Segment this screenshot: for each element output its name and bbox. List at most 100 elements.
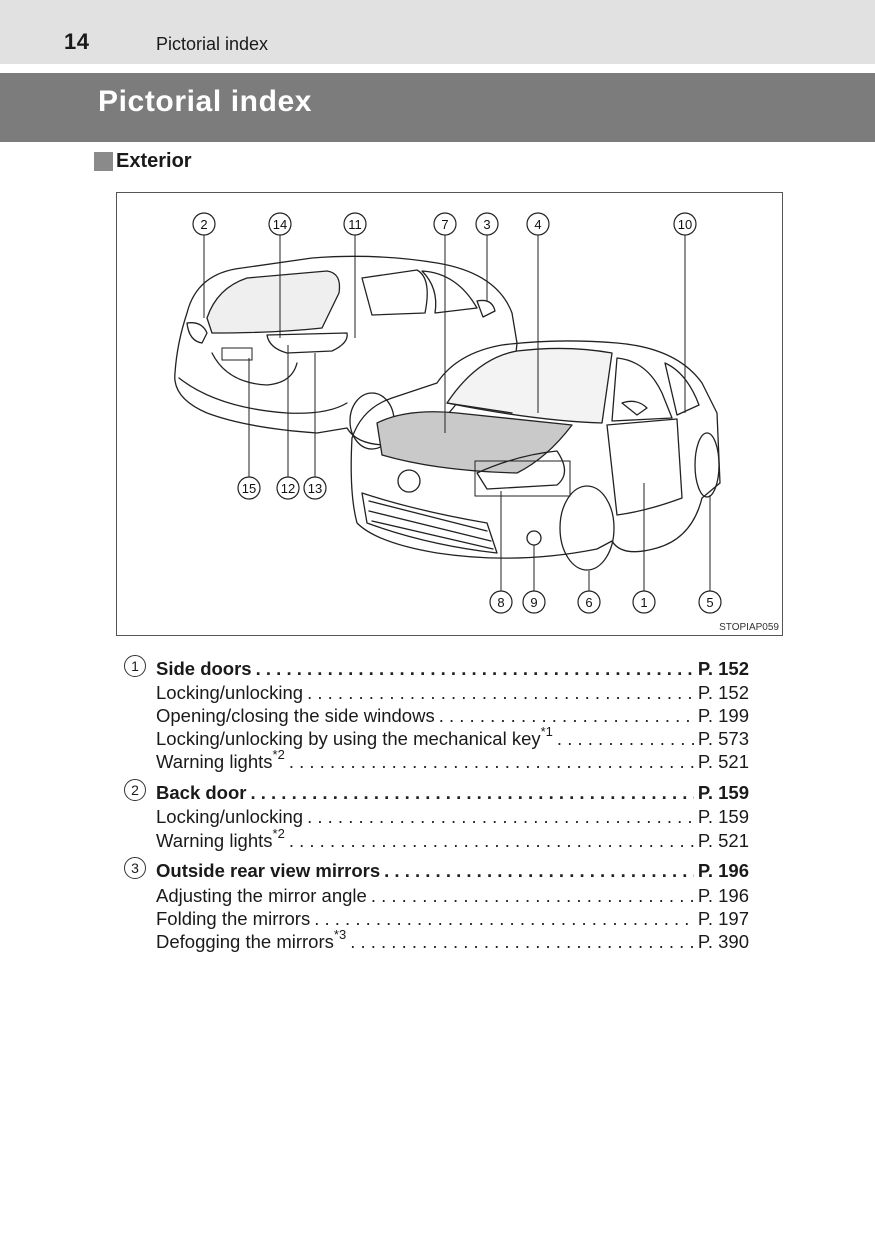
leader-dots: [307, 682, 694, 704]
entry-item-label: Locking/unlocking: [156, 806, 304, 827]
rear-tail-lamp-left: [186, 322, 208, 344]
front-mirror: [621, 400, 648, 416]
page-reference[interactable]: P. 159: [697, 806, 749, 827]
callout-14: 14: [273, 217, 287, 232]
entry-heading-back-door[interactable]: Back door P. 159: [156, 780, 749, 804]
rear-bumper: [178, 377, 348, 414]
running-head: Pictorial index: [156, 34, 269, 54]
entry-item[interactable]: Folding the mirrors P. 197: [156, 906, 749, 930]
front-headlamp: [476, 450, 566, 490]
rear-mirror: [476, 299, 496, 318]
page-reference[interactable]: P. 521: [697, 751, 749, 772]
entry-heading-outside-mirrors[interactable]: Outside rear view mirrors P. 196: [156, 858, 749, 882]
callout-1: 1: [640, 595, 647, 610]
entry-item-label: Defogging the mirrors*3: [156, 928, 346, 953]
entry-item-label: Locking/unlocking by using the mechanica…: [156, 725, 553, 750]
leader-dots: [371, 885, 694, 907]
callout-box-15: [221, 347, 253, 361]
front-grille: [361, 492, 498, 554]
leader-dots: [256, 658, 694, 680]
page-header-bar: 14 Pictorial index: [0, 0, 875, 64]
page-reference[interactable]: P. 152: [697, 682, 749, 703]
callout-5: 5: [706, 595, 713, 610]
entry-item-label: Opening/closing the side windows: [156, 705, 435, 726]
entry-heading-side-doors[interactable]: Side doors P. 152: [156, 656, 749, 680]
page-reference[interactable]: P. 152: [697, 658, 749, 679]
entry-number-2: 2: [124, 779, 146, 801]
callout-6: 6: [585, 595, 592, 610]
rear-tail-lamp-right: [266, 332, 348, 354]
entry-number-3: 3: [124, 857, 146, 879]
callout-2: 2: [200, 217, 207, 232]
front-windshield: [446, 347, 613, 424]
front-rear-wheel: [694, 432, 720, 498]
entry-item-text: Warning lights: [156, 751, 273, 772]
footnote-marker: *3: [333, 926, 347, 942]
page-reference[interactable]: P. 521: [697, 830, 749, 851]
callout-12: 12: [281, 481, 295, 496]
callout-7: 7: [441, 217, 448, 232]
entry-item[interactable]: Warning lights*2 P. 521: [156, 748, 749, 773]
page-reference[interactable]: P. 159: [697, 782, 749, 803]
entry-item-text: Locking/unlocking by using the mechanica…: [156, 728, 541, 749]
front-fog-lamp: [526, 530, 542, 546]
rear-side-window-1: [361, 269, 428, 316]
leader-dots: [384, 860, 694, 882]
entry-heading-label: Outside rear view mirrors: [156, 860, 381, 881]
rear-window: [206, 270, 341, 334]
page-reference[interactable]: P. 196: [697, 860, 749, 881]
callout-box-8: [474, 460, 571, 497]
section-square-icon: [94, 151, 113, 171]
footnote-marker: *1: [540, 723, 553, 739]
title-band: Pictorial index: [0, 73, 875, 142]
entry-item-label: Warning lights*2: [156, 748, 285, 773]
page-reference[interactable]: P. 573: [697, 728, 749, 749]
entry-item[interactable]: Warning lights*2 P. 521: [156, 827, 749, 852]
entry-item[interactable]: Defogging the mirrors*3 P. 390: [156, 928, 749, 953]
front-hood: [376, 411, 573, 474]
page-reference[interactable]: P. 199: [697, 705, 749, 726]
entry-item-label: Warning lights*2: [156, 827, 285, 852]
front-emblem: [397, 469, 421, 493]
page-reference[interactable]: P. 390: [697, 931, 749, 952]
page-number: 14: [64, 29, 90, 54]
entry-item[interactable]: Locking/unlocking P. 159: [156, 804, 749, 828]
entry-item-text: Defogging the mirrors: [156, 931, 334, 952]
callout-4: 4: [534, 217, 541, 232]
entry-item[interactable]: Opening/closing the side windows P. 199: [156, 703, 749, 727]
leader-dots: [289, 830, 694, 852]
front-wiper: [446, 402, 513, 414]
callout-8: 8: [497, 595, 504, 610]
leader-dots: [439, 705, 694, 727]
front-wheel: [559, 485, 615, 571]
leader-dots: [557, 728, 694, 750]
entry-item[interactable]: Locking/unlocking P. 152: [156, 680, 749, 704]
entry-heading-label: Side doors: [156, 658, 252, 679]
leader-dots: [250, 782, 693, 804]
front-side-window-2: [664, 362, 700, 416]
section-label: Exterior: [116, 149, 192, 172]
exterior-illustration: 2 14 11 7 3 4 10 15 12 13 8 9 6 1 5 STOP…: [116, 192, 783, 636]
callout-9: 9: [530, 595, 537, 610]
footnote-marker: *2: [272, 825, 285, 841]
callout-10: 10: [678, 217, 692, 232]
section-heading: Exterior: [94, 148, 192, 174]
page-reference[interactable]: P. 196: [697, 885, 749, 906]
rear-side-window-2: [421, 270, 478, 314]
callout-15: 15: [242, 481, 256, 496]
car-illustration-svg: 2 14 11 7 3 4 10 15 12 13 8 9 6 1 5: [174, 212, 722, 614]
leader-dots: [350, 931, 694, 953]
entry-item[interactable]: Locking/unlocking by using the mechanica…: [156, 725, 749, 750]
entry-item-text: Warning lights: [156, 830, 273, 851]
page-reference[interactable]: P. 197: [697, 908, 749, 929]
entry-item[interactable]: Adjusting the mirror angle P. 196: [156, 883, 749, 907]
entry-number-1: 1: [124, 655, 146, 677]
page-title: Pictorial index: [98, 85, 313, 118]
front-grille-lines: [368, 500, 494, 550]
leader-dots: [289, 751, 694, 773]
rear-plate-area: [211, 352, 298, 386]
callout-13: 13: [308, 481, 322, 496]
front-door: [606, 418, 683, 516]
leader-dots: [307, 806, 694, 828]
entry-item-label: Locking/unlocking: [156, 682, 304, 703]
